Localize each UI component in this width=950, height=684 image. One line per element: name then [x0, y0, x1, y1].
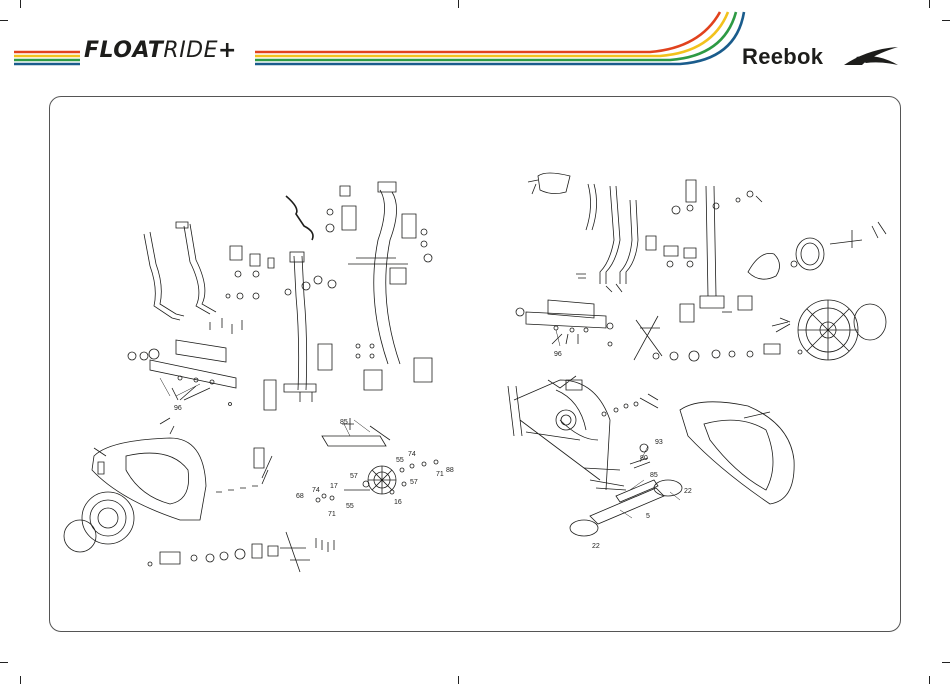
left-handlebar-tube	[144, 234, 180, 320]
callout-label: 80	[640, 455, 648, 462]
left-upright-post	[294, 256, 307, 390]
right-upright-post	[706, 186, 716, 296]
callout-label: 85	[340, 419, 348, 426]
rear-stabilizer	[150, 360, 236, 388]
callout-label: 74	[312, 487, 320, 494]
callout-label: 71	[328, 511, 336, 518]
console-unit	[538, 173, 570, 194]
main-frame	[508, 376, 610, 490]
callout-label: 74	[408, 451, 416, 458]
right-chain-cover	[680, 402, 794, 504]
callout-label: 22	[684, 488, 692, 495]
callout-label: 57	[410, 479, 418, 486]
callout-label: 22	[592, 543, 600, 550]
right-handlebar-tube	[184, 226, 210, 314]
callout-label: 85	[650, 472, 658, 479]
drive-belt	[748, 253, 780, 279]
callout-label: 17	[330, 483, 338, 490]
callout-label: 96	[174, 405, 182, 412]
front-stabilizer	[590, 488, 664, 524]
console-mast	[374, 190, 400, 364]
callout-label: 96	[554, 351, 562, 358]
callout-label: 71	[436, 471, 444, 478]
callout-label: 55	[396, 457, 404, 464]
callout-label: 93	[655, 439, 663, 446]
callout-label: 55	[346, 503, 354, 510]
callout-label: 16	[394, 499, 402, 506]
callout-label: 57	[350, 473, 358, 480]
callout-label: 5	[646, 513, 650, 520]
callout-label: 68	[296, 493, 304, 500]
callout-label: 88	[446, 467, 454, 474]
